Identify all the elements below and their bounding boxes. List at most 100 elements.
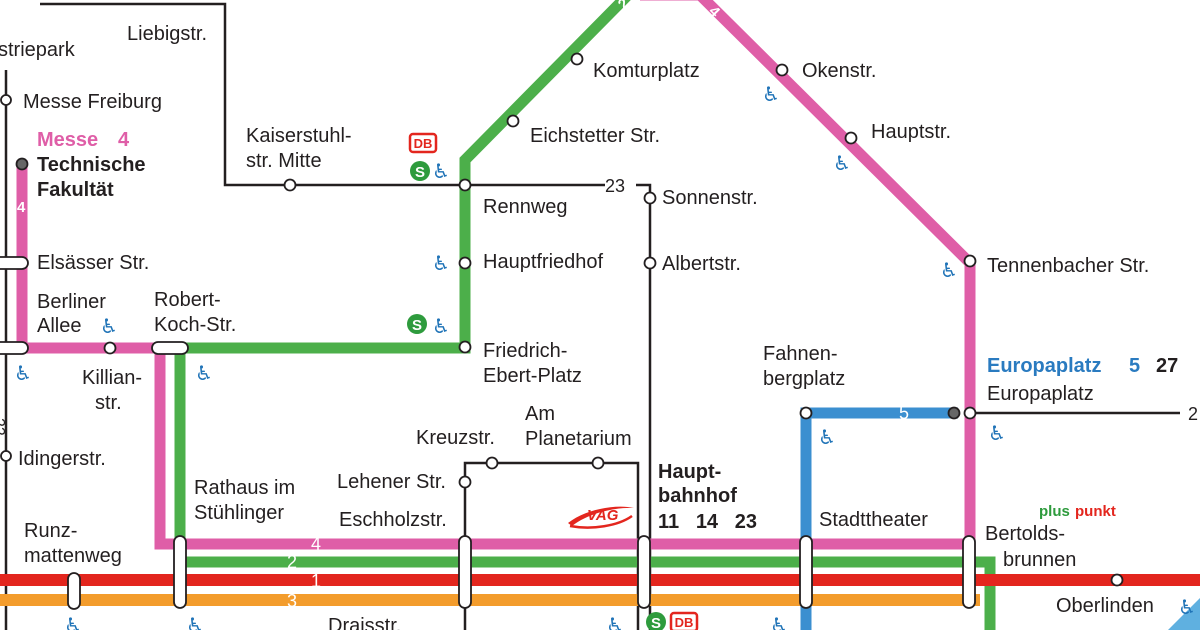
stop-lehener-str[interactable] xyxy=(458,475,472,489)
stop-runzmattenweg[interactable] xyxy=(67,572,81,610)
station-markers xyxy=(0,52,1124,610)
label-hauptfriedhof: Hauptfriedhof xyxy=(483,251,604,273)
wheelchair-icon: ♿ xyxy=(940,260,958,282)
db-logo xyxy=(669,611,699,630)
stop-eschholzstr[interactable] xyxy=(458,535,472,609)
stop-kreuzstr[interactable] xyxy=(485,456,499,470)
line-4-track xyxy=(16,0,976,550)
stop-idingerstr[interactable] xyxy=(0,450,12,462)
rail-badges: DB S S S DB xyxy=(407,132,699,630)
stop-hauptbahnhof[interactable] xyxy=(637,535,651,609)
stop-europaplatz-grey[interactable] xyxy=(947,406,961,420)
stop-rennweg[interactable] xyxy=(458,178,472,192)
label-elsaesser: Elsässer Str. xyxy=(37,252,149,274)
label-runz-1: Runz- xyxy=(24,520,77,542)
label-komturplatz: Komturplatz xyxy=(593,60,700,82)
label-messe-title: Messe xyxy=(37,129,98,151)
wheelchair-icon: ♿ xyxy=(195,363,213,385)
label-sonnenstr: Sonnenstr. xyxy=(662,187,758,209)
stop-europaplatz[interactable] xyxy=(963,406,977,420)
label-robert-1: Robert- xyxy=(154,289,221,311)
label-am-1: Am xyxy=(525,403,555,425)
sbahn-icon-text: S xyxy=(415,164,425,181)
label-fahnen-2: bergplatz xyxy=(763,368,845,390)
stop-robert-koch-str[interactable] xyxy=(151,341,189,355)
stop-kaiserstuhlstr[interactable] xyxy=(283,178,297,192)
stop-stadttheater[interactable] xyxy=(799,535,813,609)
stop-okenstr[interactable] xyxy=(775,63,789,77)
wheelchair-icon: ♿ xyxy=(14,363,32,385)
vag-swoosh xyxy=(568,506,634,526)
line-2-label-bottom: 2 xyxy=(287,552,297,572)
label-europaplatz-title: Europaplatz xyxy=(987,355,1101,377)
stop-rathaus-stuehlinger[interactable] xyxy=(173,535,187,609)
stop-berliner-allee-west[interactable] xyxy=(0,341,29,355)
liebigstr-line xyxy=(40,2,605,187)
wheelchair-icon: ♿ xyxy=(432,161,450,183)
label-stadttheater: Stadttheater xyxy=(819,509,928,531)
line-22-label: 22 xyxy=(0,418,7,436)
stop-killianstr[interactable] xyxy=(103,341,117,355)
label-technische-2: Fakultät xyxy=(37,179,114,201)
line-23-label: 23 xyxy=(605,176,625,196)
label-bertolds-1: Bertolds- xyxy=(985,523,1065,545)
vag-logo: VAG xyxy=(568,506,634,529)
line-4-label-left: 4 xyxy=(17,199,26,216)
stop-friedrich-ebert-platz[interactable] xyxy=(458,340,472,354)
vag-logo-text: VAG xyxy=(587,507,619,524)
stop-sonnenstr[interactable] xyxy=(643,191,657,205)
stop-elsaesser-str[interactable] xyxy=(0,256,29,270)
sbahn-icon-text: S xyxy=(651,615,661,630)
accessibility-icons: ♿ ♿ ♿ ♿ ♿ ♿ ♿ ♿ ♿ ♿ ♿ ♿ ♿ ♿ ♿ ♿ xyxy=(14,84,1196,630)
label-okenstr: Okenstr. xyxy=(802,60,876,82)
label-hbf-1: Haupt- xyxy=(658,461,721,483)
wheelchair-icon: ♿ xyxy=(432,316,450,338)
sbahn-icon xyxy=(410,161,430,181)
label-messe-line: 4 xyxy=(118,129,130,151)
vag-swoosh-lower xyxy=(569,514,633,529)
label-berliner-2: Allee xyxy=(37,315,81,337)
label-eichstetter: Eichstetter Str. xyxy=(530,125,660,147)
stop-messe-freiburg[interactable] xyxy=(0,94,12,106)
db-logo xyxy=(408,132,438,154)
stop-bertoldsbrunnen[interactable] xyxy=(962,535,976,609)
label-eschholz: Eschholzstr. xyxy=(339,509,447,531)
stop-hauptfriedhof[interactable] xyxy=(458,256,472,270)
label-idingerstr: Idingerstr. xyxy=(18,448,106,470)
stop-eichstetter-str[interactable] xyxy=(506,114,520,128)
wheelchair-icon: ♿ xyxy=(432,253,450,275)
label-messe-freiburg: Messe Freiburg xyxy=(23,91,162,113)
label-striepark: striepark xyxy=(0,39,76,61)
stop-tennenbacher-str[interactable] xyxy=(963,254,977,268)
wheelchair-icon: ♿ xyxy=(606,615,624,630)
label-oberlinden: Oberlinden xyxy=(1056,595,1154,617)
pluspunkt-punkt: punkt xyxy=(1075,503,1116,520)
stop-hauptstr[interactable] xyxy=(844,131,858,145)
sbahn-icon-text: S xyxy=(412,317,422,334)
wheelchair-icon: ♿ xyxy=(1178,597,1196,619)
wheelchair-icon: ♿ xyxy=(64,615,82,630)
stop-oberlinden[interactable] xyxy=(1110,573,1124,587)
label-technische-1: Technische xyxy=(37,154,146,176)
label-hauptstr: Hauptstr. xyxy=(871,121,951,143)
pluspunkt-plus: plus xyxy=(1039,503,1070,520)
station-labels: striepark Liebigstr. Messe Freiburg Mess… xyxy=(0,23,1178,630)
label-tennenbacher: Tennenbacher Str. xyxy=(987,255,1149,277)
stop-am-planetarium[interactable] xyxy=(591,456,605,470)
label-am-2: Planetarium xyxy=(525,428,632,450)
stop-technische-fakultaet[interactable] xyxy=(15,157,29,171)
line-3-label: 3 xyxy=(287,591,297,611)
stop-fahnenbergplatz[interactable] xyxy=(799,406,813,420)
label-hbf-2: bahnhof xyxy=(658,485,737,507)
label-europaplatz-line27: 27 xyxy=(1156,355,1178,377)
stop-komturplatz[interactable] xyxy=(570,52,584,66)
stop-albertstr[interactable] xyxy=(643,256,657,270)
wheelchair-icon: ♿ xyxy=(833,153,851,175)
pluspunkt-logo: plus punkt xyxy=(1039,503,1116,520)
db-logo-text: DB xyxy=(414,136,433,151)
label-fahnen-1: Fahnen- xyxy=(763,343,838,365)
label-europaplatz: Europaplatz xyxy=(987,383,1094,405)
wheelchair-icon: ♿ xyxy=(100,316,118,338)
wheelchair-icon: ♿ xyxy=(186,615,204,630)
